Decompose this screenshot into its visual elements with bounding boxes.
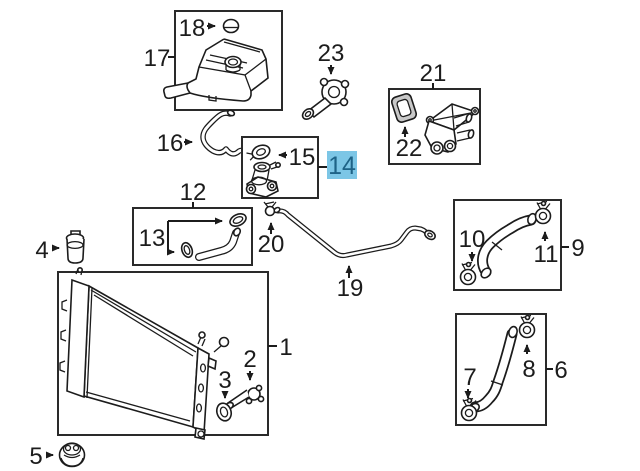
part-6-group-box: 7 8: [455, 313, 547, 426]
part-4-bushing-drawing: [65, 230, 85, 264]
callout-18: 18: [179, 15, 240, 42]
part-5-mount-drawing: [58, 442, 86, 468]
part-21-housing-drawing: [424, 103, 480, 155]
callout-4: 4: [35, 237, 60, 264]
part-label-1[interactable]: 1: [279, 334, 292, 361]
callout-13: 13: [139, 217, 223, 256]
part-14-filler-neck-drawing: [245, 161, 281, 198]
callout-11: 11: [534, 231, 559, 268]
part-7-clamp-drawing: [460, 397, 478, 422]
part-13-clamp-bottom-drawing: [180, 241, 194, 259]
callout-1: 1: [268, 334, 293, 361]
part-label-10[interactable]: 10: [459, 226, 486, 253]
part-1-group-box: 2 3: [57, 266, 269, 440]
part-label-23[interactable]: 23: [318, 40, 345, 67]
part-label-5[interactable]: 5: [29, 443, 42, 470]
part-label-9[interactable]: 9: [571, 235, 584, 262]
callout-3: 3: [218, 367, 232, 399]
part-label-6[interactable]: 6: [554, 357, 567, 384]
part-label-18[interactable]: 18: [179, 15, 206, 42]
callout-8: 8: [522, 344, 536, 383]
callout-5: 5: [29, 443, 54, 470]
callout-14-selected: 14: [318, 151, 357, 180]
part-label-2[interactable]: 2: [243, 346, 256, 373]
part-radiator-clip-drawing: [213, 336, 230, 353]
part-18-cap-drawing: [222, 18, 240, 34]
part-label-14[interactable]: 14: [328, 152, 356, 180]
part-label-22[interactable]: 22: [396, 135, 423, 162]
part-9-group-box: 10 11: [453, 199, 562, 291]
part-21-group-box: 22: [388, 88, 481, 165]
callout-21: 21: [420, 60, 447, 89]
part-label-11[interactable]: 11: [534, 241, 559, 268]
callout-10: 10: [459, 226, 486, 262]
part-15-seal-drawing: [246, 144, 271, 161]
part-23-fitting-drawing: [301, 77, 350, 120]
part-label-15[interactable]: 15: [289, 144, 316, 171]
callout-2: 2: [243, 346, 257, 381]
part-1-radiator-drawing: [59, 266, 217, 440]
callout-15: 15: [278, 144, 316, 171]
part-3-grommet-drawing: [215, 402, 233, 422]
callout-16: 16: [157, 130, 193, 157]
part-22-gasket-drawing: [390, 93, 418, 123]
part-12-hose-drawing: [195, 227, 242, 261]
part-label-12[interactable]: 12: [180, 179, 207, 206]
callout-20: 20: [258, 222, 285, 258]
selected-part-highlight[interactable]: [327, 151, 357, 179]
part-9-hose-drawing: [477, 212, 538, 279]
part-11-clamp-drawing: [534, 200, 552, 225]
part-label-4[interactable]: 4: [35, 237, 48, 264]
part-10-clamp-drawing: [459, 261, 477, 286]
callout-12: 12: [180, 179, 207, 208]
part-17-reservoir-tank-drawing: [163, 38, 269, 102]
callout-22: 22: [396, 126, 423, 162]
part-label-20[interactable]: 20: [258, 231, 285, 258]
part-label-8[interactable]: 8: [522, 356, 535, 383]
part-16-hose-drawing: [200, 109, 247, 157]
part-13-clamp-top-drawing: [229, 213, 247, 227]
part-label-21[interactable]: 21: [420, 60, 447, 87]
part-label-19[interactable]: 19: [337, 275, 364, 302]
callout-17: 17: [144, 45, 175, 72]
callout-23: 23: [301, 40, 350, 120]
callout-19: 19: [337, 265, 364, 302]
callout-7: 7: [463, 364, 477, 399]
part-14-group-box: 15: [241, 136, 319, 199]
callout-9: 9: [561, 235, 585, 262]
part-label-17[interactable]: 17: [144, 45, 171, 72]
part-label-3[interactable]: 3: [218, 367, 231, 394]
callout-6: 6: [546, 357, 568, 384]
part-12-group-box: 13: [132, 207, 253, 266]
part-label-13[interactable]: 13: [139, 225, 166, 252]
part-19-pipe-drawing: [273, 206, 436, 259]
part-label-16[interactable]: 16: [157, 130, 184, 157]
part-8-clamp-drawing: [518, 314, 536, 339]
part-label-7[interactable]: 7: [463, 364, 476, 391]
